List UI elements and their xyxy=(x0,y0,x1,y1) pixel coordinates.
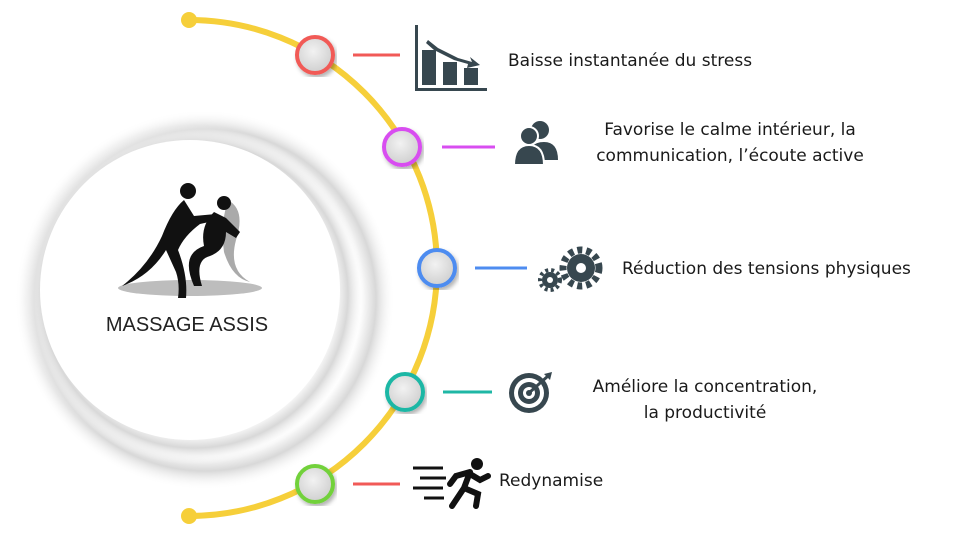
users-icon xyxy=(512,121,558,166)
arc-end-dot xyxy=(181,508,197,524)
timeline-node xyxy=(385,372,425,412)
target-icon xyxy=(509,372,552,413)
bar-chart-down-icon xyxy=(415,25,487,91)
gears-icon xyxy=(538,246,603,292)
benefit-label-tension: Réduction des tensions physiques xyxy=(622,259,911,279)
timeline-node xyxy=(295,35,335,75)
benefit-label-redynamise: Redynamise xyxy=(499,471,604,491)
benefit-label-stress: Baisse instantanée du stress xyxy=(508,51,753,71)
timeline-node xyxy=(382,127,422,167)
seated-massage-logo xyxy=(118,183,262,298)
arc-start-dot xyxy=(181,12,197,28)
brand-title: MASSAGE ASSIS xyxy=(105,314,269,336)
timeline-node xyxy=(295,464,335,504)
running-man-icon xyxy=(413,458,491,509)
timeline-node xyxy=(417,248,457,288)
background-rings xyxy=(15,110,395,490)
benefit-label-concentration: Améliore la concentration,la productivit… xyxy=(592,377,818,423)
